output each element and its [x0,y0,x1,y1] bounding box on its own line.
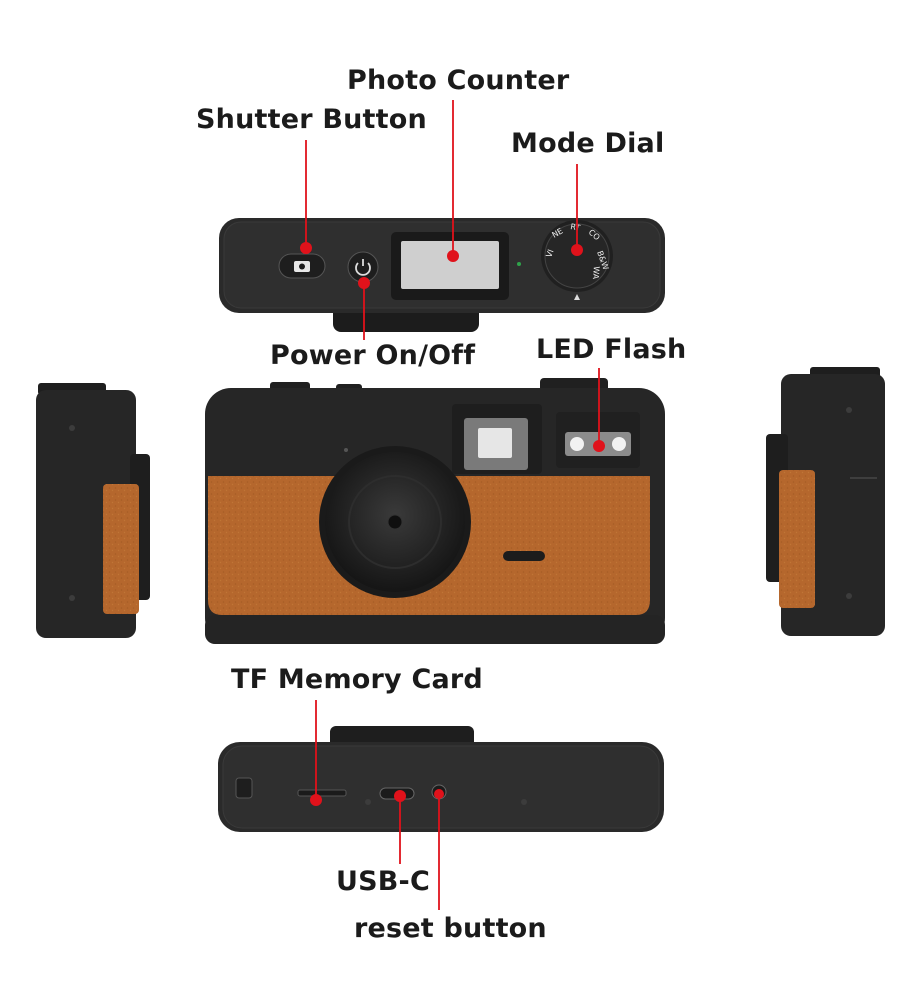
dial-mark-wa: WA [591,266,601,280]
camera-right-side [766,367,885,636]
label-led-flash: LED Flash [536,334,687,365]
label-shutter-button: Shutter Button [196,104,427,135]
camera-top-view: B&W WA CO RT NE VI [219,218,665,332]
label-reset-button: reset button [354,913,547,944]
camera-front-view [205,378,665,644]
label-mode-dial: Mode Dial [511,128,665,159]
dial-mark-vi: VI [544,248,555,258]
label-power: Power On/Off [270,340,476,371]
dial-mark-rt: RT [570,222,581,233]
callouts [300,100,605,910]
power-icon [355,259,371,276]
label-photo-counter: Photo Counter [347,65,570,96]
tf-card-slot [297,789,347,797]
triangle-icon [574,294,580,300]
led-flash [556,412,640,468]
lens [319,446,471,598]
camera-left-side [36,383,150,638]
camera-icon [294,261,310,272]
camera-bottom-view [218,726,664,832]
label-usb-c: USB-C [336,866,430,897]
label-tf-card: TF Memory Card [231,664,483,695]
